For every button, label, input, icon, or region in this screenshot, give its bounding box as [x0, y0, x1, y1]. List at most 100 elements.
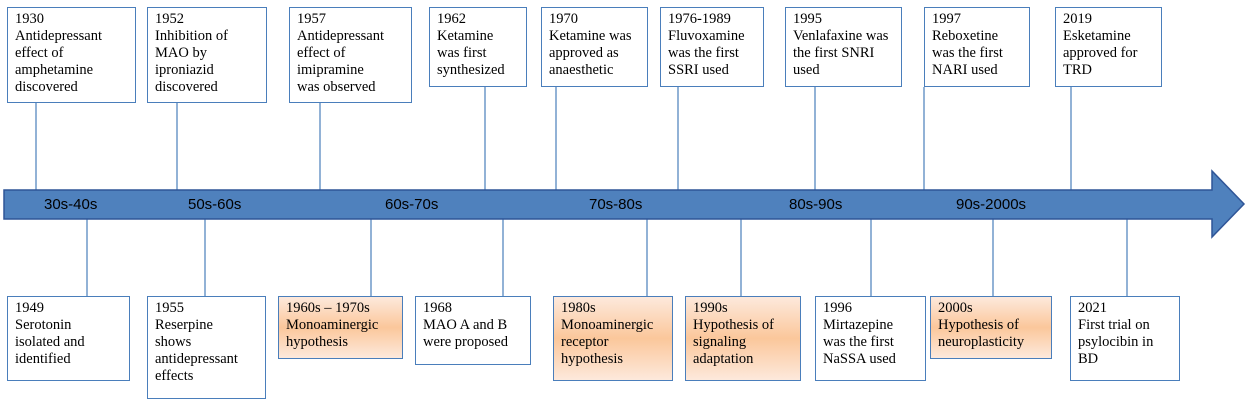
event-text-line: NARI used [932, 62, 998, 78]
event-text-line: identified [15, 351, 71, 367]
event-year: 1976-1989 [668, 11, 731, 27]
event-text-line: discovered [155, 79, 218, 95]
event-text-line: discovered [15, 79, 78, 95]
event-text-line: anaesthetic [549, 62, 614, 78]
event-year: 1952 [155, 11, 184, 27]
event-text-line: First trial on [1078, 317, 1150, 333]
event-text-line: were proposed [423, 334, 508, 350]
event-text-line: effects [155, 368, 194, 384]
event-text-line: receptor [561, 334, 609, 350]
event-year: 1949 [15, 300, 44, 316]
event-year: 2000s [938, 300, 973, 316]
event-text-line: was first [437, 45, 487, 61]
event-year: 1996 [823, 300, 852, 316]
event-text-line: iproniazid [155, 62, 214, 78]
era-label: 30s-40s [44, 196, 98, 213]
connector-lines [35, 87, 1128, 296]
event-text-line: was the first [932, 45, 1003, 61]
event-text-line: BD [1078, 351, 1099, 367]
event-text-line: hypothesis [561, 351, 624, 367]
timeline-arrow [3, 169, 1246, 239]
event-text-line: psylocibin in [1078, 334, 1154, 350]
event-text-line: adaptation [693, 351, 754, 367]
era-label: 50s-60s [188, 196, 242, 213]
era-label: 60s-70s [385, 196, 439, 213]
event-year: 2021 [1078, 300, 1107, 316]
event-text-line: Esketamine [1063, 28, 1131, 44]
event-year: 1962 [437, 11, 466, 27]
event-text-line: NaSSA used [823, 351, 896, 367]
era-label: 90s-2000s [956, 196, 1027, 213]
event-year: 1955 [155, 300, 184, 316]
event-text-line: Monoaminergic [286, 317, 379, 333]
event-text-line: neuroplasticity [938, 334, 1025, 350]
event-text-line: SSRI used [668, 62, 729, 78]
event-text-line: Reboxetine [932, 28, 999, 44]
event-text-line: signaling [693, 334, 747, 350]
event-year: 1997 [932, 11, 961, 27]
event-text-line: Antidepressant [15, 28, 102, 44]
event-text-line: shows [155, 334, 192, 350]
event-text-line: was observed [297, 79, 376, 95]
event-text-line: Fluvoxamine [668, 28, 745, 44]
event-year: 1960s – 1970s [286, 300, 370, 316]
event-text-line: Serotonin [15, 317, 72, 333]
event-text-line: synthesized [437, 62, 505, 78]
event-year: 2019 [1063, 11, 1092, 27]
era-label: 70s-80s [589, 196, 643, 213]
event-text-line: the first SNRI [793, 45, 875, 61]
era-label: 80s-90s [789, 196, 843, 213]
event-text-line: hypothesis [286, 334, 349, 350]
event-text-line: was the first [823, 334, 894, 350]
event-text-line: antidepressant [155, 351, 238, 367]
event-text-line: MAO A and B [423, 317, 508, 333]
event-year: 1968 [423, 300, 452, 316]
event-text-line: effect of [15, 45, 64, 61]
event-text-line: isolated and [15, 334, 85, 350]
event-year: 1980s [561, 300, 596, 316]
event-text-line: was the first [668, 45, 739, 61]
event-text-line: Mirtazepine [823, 317, 894, 333]
event-text-line: Reserpine [155, 317, 213, 333]
event-text-line: Antidepressant [297, 28, 384, 44]
event-text-line: approved for [1063, 45, 1138, 61]
event-text-line: approved as [549, 45, 619, 61]
event-text-line: Hypothesis of [938, 317, 1019, 333]
event-text-line: Ketamine was [549, 28, 632, 44]
event-text-line: Inhibition of [155, 28, 228, 44]
event-text-line: Venlafaxine was [793, 28, 889, 44]
event-year: 1995 [793, 11, 822, 27]
event-text-line: MAO by [155, 45, 207, 61]
event-text-line: used [793, 62, 820, 78]
event-text-line: TRD [1063, 62, 1092, 78]
event-text-line: imipramine [297, 62, 364, 78]
event-year: 1970 [549, 11, 578, 27]
event-year: 1990s [693, 300, 728, 316]
event-text-line: Ketamine [437, 28, 494, 44]
event-year: 1957 [297, 11, 326, 27]
event-year: 1930 [15, 11, 44, 27]
event-text-line: Monoaminergic [561, 317, 654, 333]
event-text-line: Hypothesis of [693, 317, 774, 333]
event-text-line: amphetamine [15, 62, 94, 78]
event-text-line: effect of [297, 45, 346, 61]
